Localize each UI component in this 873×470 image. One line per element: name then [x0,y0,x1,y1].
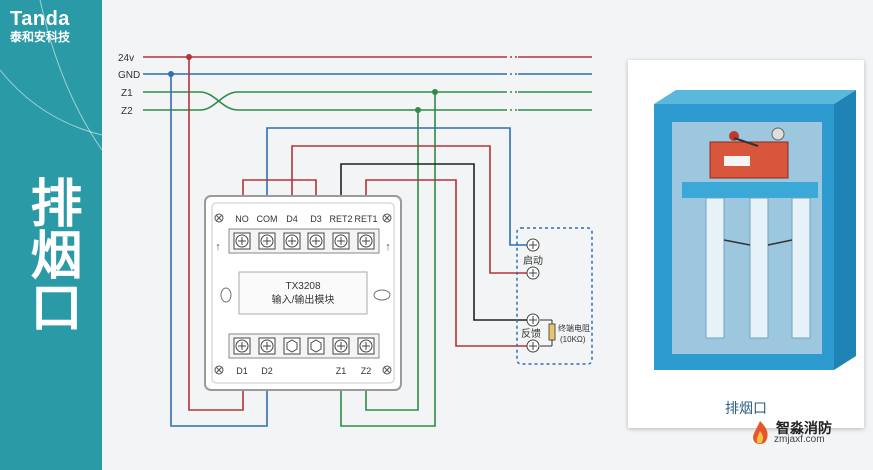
damper-photo-card: 排烟口 [628,60,864,428]
damper-terminal-box: 启动 反馈 终端电阻 (10KΩ) [516,227,593,365]
wiring-diagram: 24v GND Z1 Z2 NO COM D4 D3 RET2 [118,53,593,427]
wire-gnd-d2 [170,74,268,427]
bus-label-24v: 24v [118,53,134,64]
terminal-label-d1: D1 [236,366,248,376]
terminal-label-ret2: RET2 [329,214,352,224]
sidebar: Tanda 泰和安科技 排烟口 [0,0,102,470]
start-label: 启动 [523,254,543,267]
bus-label-z2: Z2 [121,106,133,117]
top-terminal-block [228,228,380,254]
resistor-icon [540,319,556,347]
wire-z2 [365,110,419,411]
bottom-terminal-block [228,333,380,359]
bus-label-z1: Z1 [121,88,133,99]
brand-name: Tanda [10,8,70,30]
wire-ret1-feedback [365,179,532,347]
terminal-label-d4: D4 [286,214,298,224]
module-description: 输入/输出模块 [272,293,335,306]
resistor-label: 终端电阻 [558,323,590,333]
bus-lines [143,56,592,111]
watermark-url: zmjaxf.com [774,434,825,445]
screw-icons [214,213,392,375]
resistor-value: (10KΩ) [560,335,586,344]
terminal-label-z2: Z2 [361,366,372,376]
wire-no-start [291,145,532,274]
smoke-damper-image [654,90,856,370]
mount-hole-left [220,287,232,303]
brand-logo: Tanda 泰和安科技 [10,8,100,44]
junction-dots [168,54,438,113]
terminal-label-com: COM [257,214,278,224]
decorative-arcs [0,0,102,151]
bus-label-gnd: GND [118,70,140,81]
arrow-up-icons: ↑↑ [215,241,391,253]
wire-d3-d4-bridge [242,179,317,196]
wire-ret2-feedback [340,163,532,321]
wire-24v-d1 [188,57,244,411]
wire-z1 [340,92,436,427]
feedback-label: 反馈 [521,327,541,340]
terminal-label-ret1: RET1 [354,214,377,224]
brand-subtitle: 泰和安科技 [10,30,71,44]
terminal-label-d3: D3 [310,214,322,224]
wire-com-start [266,127,532,246]
bus-z1-line [143,91,505,111]
terminal-label-no: NO [235,214,249,224]
bus-z2-line [143,91,505,111]
svg-text:↑: ↑ [215,241,221,253]
svg-text:↑: ↑ [385,241,391,253]
io-module: NO COM D4 D3 RET2 RET1 ↑↑ [204,195,402,391]
bus-labels: 24v GND Z1 Z2 [118,53,140,117]
terminal-label-d2: D2 [261,366,273,376]
photo-caption: 排烟口 [725,400,767,416]
module-model: TX3208 [285,281,320,292]
terminal-label-z1: Z1 [336,366,347,376]
mount-hole-right [373,289,391,301]
supply-wires [170,57,436,427]
watermark: 智淼消防 zmjaxf.com [746,418,864,448]
flame-logo-icon [753,421,768,444]
signal-wires [242,127,532,347]
side-title: 排烟口 [21,176,81,332]
watermark-title: 智淼消防 [776,420,832,436]
